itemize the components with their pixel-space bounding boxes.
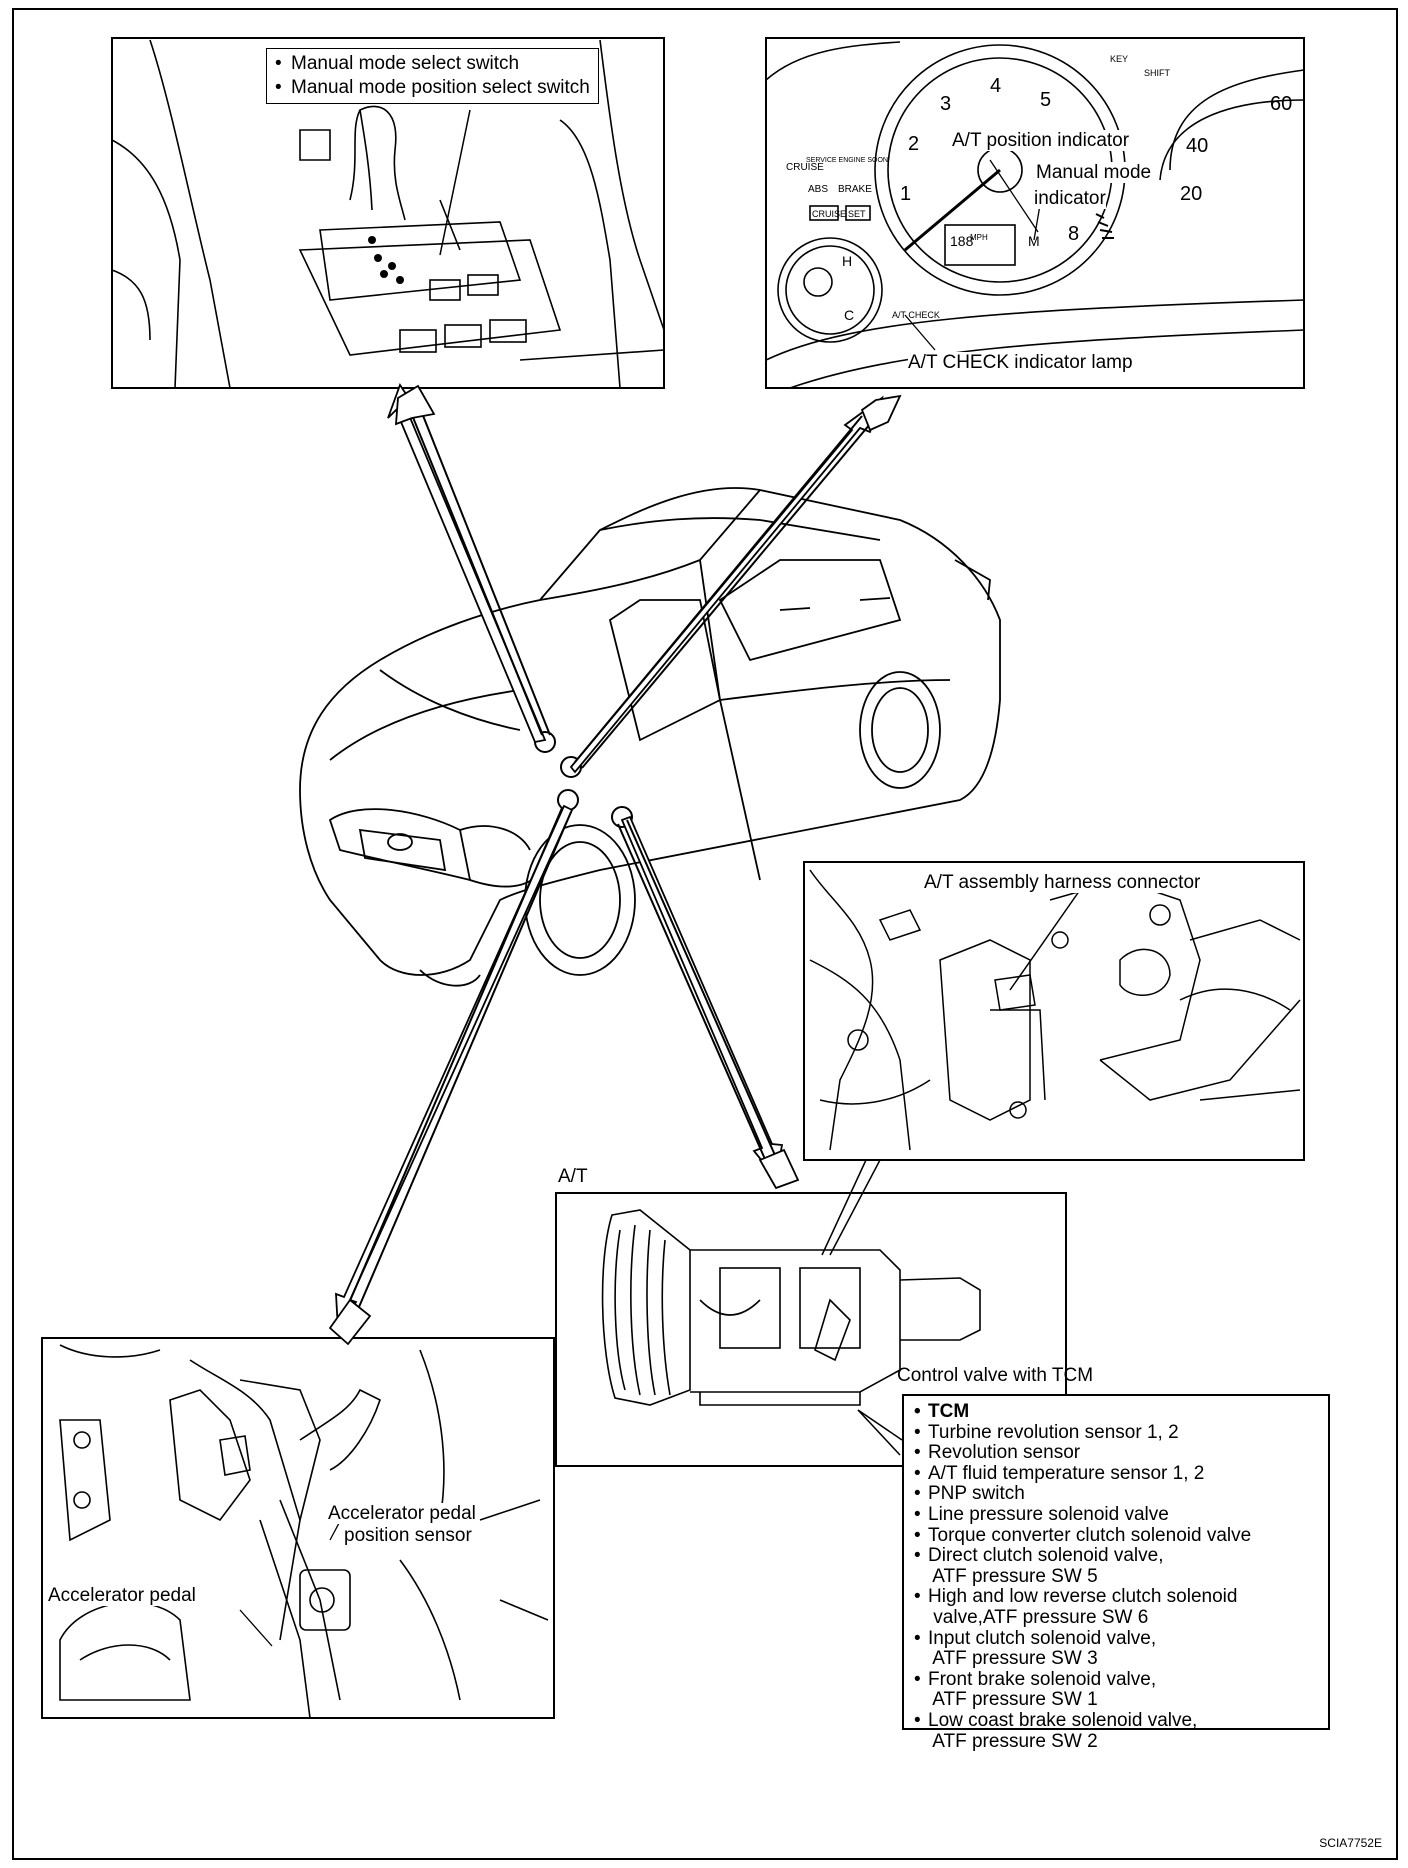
at-title: A/T bbox=[558, 1166, 588, 1187]
location-markers bbox=[534, 731, 633, 828]
component-item: Line pressure solenoid valve bbox=[914, 1504, 1320, 1526]
tach-number-3: 3 bbox=[940, 93, 951, 115]
small-label-service-engine-soon: SERVICE ENGINE SOON bbox=[806, 157, 888, 164]
harness-leader bbox=[821, 1159, 881, 1256]
small-label-mph: MPH bbox=[970, 233, 988, 242]
tach-number-5: 5 bbox=[1040, 89, 1051, 111]
tach-number-4: 4 bbox=[990, 75, 1001, 97]
gauge-letter-h: H bbox=[842, 253, 852, 269]
warning-label-brake: BRAKE bbox=[838, 184, 872, 195]
transmission-panel bbox=[555, 1192, 1067, 1467]
at-check-indicator-lamp-label: A/T CHECK indicator lamp bbox=[908, 352, 1133, 373]
component-item: Direct clutch solenoid valve, ATF pressu… bbox=[914, 1545, 1320, 1587]
pedal-panel bbox=[41, 1337, 555, 1719]
document-id: SCIA7752E bbox=[1319, 1836, 1382, 1850]
speedo-number-40: 40 bbox=[1186, 135, 1208, 157]
at-position-indicator-label: A/T position indicator bbox=[952, 130, 1130, 151]
warning-label-abs: ABS bbox=[808, 184, 828, 195]
tach-number-8: 8 bbox=[1068, 223, 1079, 245]
gauge-letter-c: C bbox=[844, 307, 854, 323]
accelerator-pedal-sensor-label-line1: Accelerator pedal bbox=[328, 1503, 476, 1524]
arrow-shafts bbox=[345, 407, 871, 1315]
meter-panel: 1 2 3 4 5 8 20 40 60 CRUISE ABS BRAKE CR… bbox=[765, 37, 1305, 389]
component-item: Revolution sensor bbox=[914, 1443, 1320, 1464]
harness-connector-label: A/T assembly harness connector bbox=[924, 872, 1201, 893]
tach-number-2: 2 bbox=[908, 133, 919, 155]
manual-mode-position-select-switch-label: Manual mode position select switch bbox=[275, 76, 590, 100]
small-label-shift: SHIFT bbox=[1144, 68, 1171, 78]
component-item: PNP switch bbox=[914, 1484, 1320, 1505]
component-item: A/T fluid temperature sensor 1, 2 bbox=[914, 1463, 1320, 1485]
component-item: TCM bbox=[914, 1401, 1320, 1423]
small-label-key: KEY bbox=[1110, 54, 1128, 64]
manual-mode-indicator-label-line1: Manual mode bbox=[1036, 162, 1152, 183]
speedo-number-60: 60 bbox=[1270, 93, 1292, 115]
at-component-list: TCM Turbine revolution sensor 1, 2 Revol… bbox=[902, 1394, 1330, 1751]
manual-mode-indicator-label-line2: indicator bbox=[1034, 188, 1106, 209]
component-item: Front brake solenoid valve, ATF pressure… bbox=[914, 1669, 1320, 1711]
component-item: Turbine revolution sensor 1, 2 bbox=[914, 1422, 1320, 1444]
accelerator-pedal-label: Accelerator pedal bbox=[48, 1585, 196, 1606]
lcd-display: 188 bbox=[950, 233, 974, 249]
shift-switch-label: Manual mode select switch Manual mode po… bbox=[266, 48, 599, 104]
harness-connector-panel bbox=[803, 861, 1305, 1161]
warning-label-set: SET bbox=[848, 209, 866, 219]
small-label-at-check: A/T CHECK bbox=[892, 310, 940, 320]
page-frame bbox=[12, 8, 1398, 1860]
speedo-number-20: 20 bbox=[1180, 183, 1202, 205]
component-item: Torque converter clutch solenoid valve bbox=[914, 1525, 1320, 1547]
manual-mode-select-switch-label: Manual mode select switch bbox=[275, 52, 590, 76]
tach-number-1: 1 bbox=[900, 183, 911, 205]
warning-label-cruise: CRUISE bbox=[786, 162, 824, 173]
accelerator-pedal-sensor-label-line2: position sensor bbox=[344, 1525, 472, 1546]
component-item: Input clutch solenoid valve, ATF pressur… bbox=[914, 1628, 1320, 1670]
control-valve-label: Control valve with TCM bbox=[897, 1365, 1094, 1386]
component-item: Low coast brake solenoid valve, ATF pres… bbox=[914, 1710, 1320, 1752]
warning-label-cruise-2: CRUISE bbox=[812, 209, 846, 219]
arrow-heads bbox=[328, 384, 902, 1346]
component-item: High and low reverse clutch solenoid val… bbox=[914, 1586, 1320, 1628]
connection-arrows bbox=[335, 383, 884, 1333]
gear-letter: M bbox=[1028, 233, 1040, 249]
